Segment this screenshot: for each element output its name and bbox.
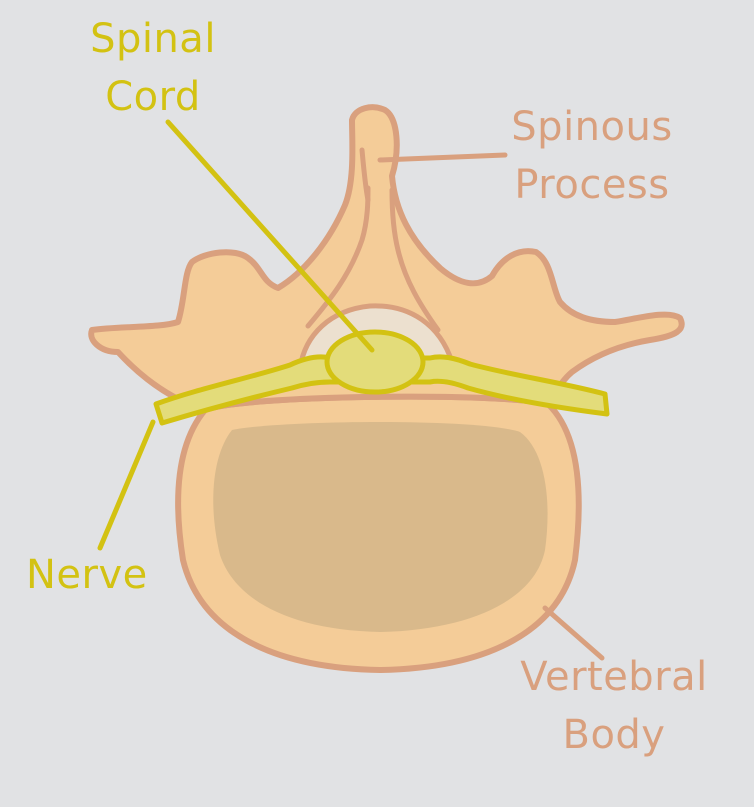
label-vertebral-body: Vertebral Body xyxy=(516,648,712,764)
label-vertebral-body-line-2: Body xyxy=(562,712,666,758)
label-spinous-process-line-2: Process xyxy=(514,162,670,208)
label-spinal-cord-line-1: Spinal xyxy=(90,16,216,62)
lamina-line-left xyxy=(305,185,371,329)
label-spinal-cord: Spinal Cord xyxy=(88,10,218,126)
vertebral-body-inner xyxy=(213,422,548,632)
spinous-process-leader xyxy=(377,152,508,163)
spinal-cord-leader xyxy=(165,119,375,353)
spinal-cord xyxy=(324,329,426,395)
nerve-leader xyxy=(97,419,156,551)
lamina-line-right xyxy=(389,187,441,333)
label-spinous-process-line-1: Spinous xyxy=(511,104,673,150)
spinous-line xyxy=(359,147,371,203)
label-nerve: Nerve xyxy=(26,546,148,604)
label-vertebral-body-line-1: Vertebral xyxy=(520,654,708,700)
label-spinal-cord-line-2: Cord xyxy=(105,74,201,120)
vertebral-arch xyxy=(88,104,685,413)
vertebral-body-leader xyxy=(542,605,605,661)
nerve-roots xyxy=(153,354,610,426)
label-nerve-line-1: Nerve xyxy=(26,552,148,598)
label-spinous-process: Spinous Process xyxy=(510,98,674,214)
